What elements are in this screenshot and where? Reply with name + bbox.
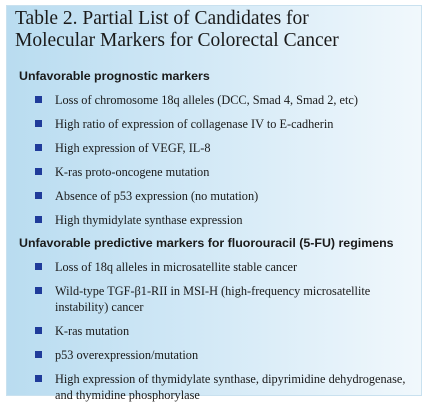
bullet-icon: [35, 327, 42, 334]
table-title: Table 2. Partial List of Candidates for …: [15, 8, 339, 52]
bullet-icon: [35, 168, 42, 175]
bullet-icon: [35, 120, 42, 127]
bullet-icon: [35, 216, 42, 223]
section-heading-prognostic: Unfavorable prognostic markers: [19, 69, 210, 83]
bullet-icon: [35, 144, 42, 151]
title-line-2: Molecular Markers for Colorectal Cancer: [15, 30, 339, 51]
section-heading-predictive: Unfavorable predictive markers for fluor…: [19, 236, 394, 250]
table-panel: Table 2. Partial List of Candidates for …: [6, 5, 422, 402]
title-line-1: Table 2. Partial List of Candidates for: [15, 8, 309, 29]
bullet-icon: [35, 375, 42, 382]
bullet-icon: [35, 263, 42, 270]
bullet-icon: [35, 96, 42, 103]
bullet-icon: [35, 287, 42, 294]
bullet-icon: [35, 351, 42, 358]
bullet-icon: [35, 192, 42, 199]
